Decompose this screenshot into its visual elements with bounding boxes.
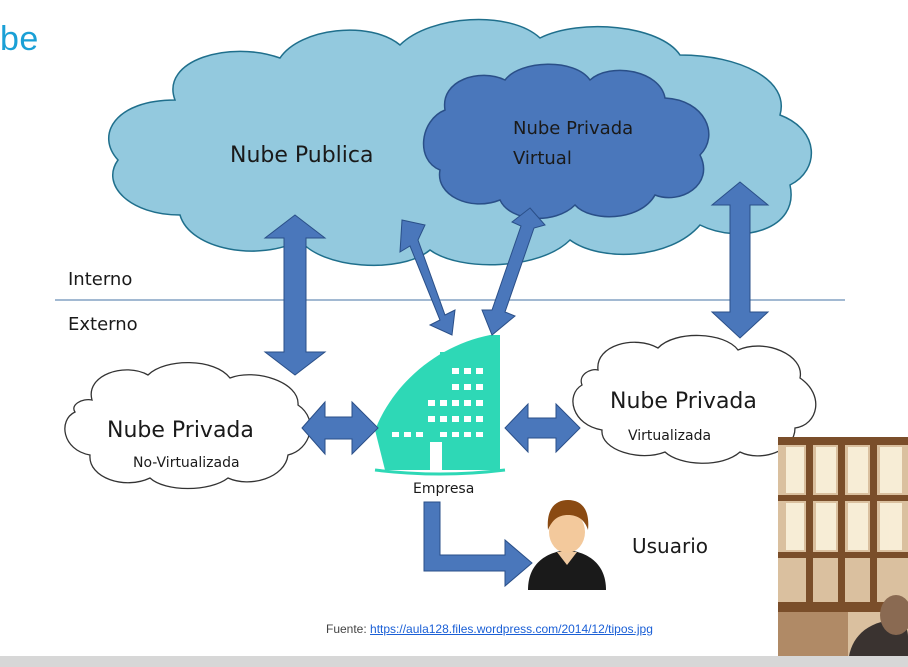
webcam-overlay	[778, 437, 908, 667]
internal-label: Interno	[68, 269, 132, 290]
company-label: Empresa	[413, 481, 474, 497]
private-cloud-left-title: Nube Privada	[107, 418, 254, 443]
arrow-virtual-to-company	[481, 207, 546, 336]
virtual-private-cloud-label-1: Nube Privada	[513, 118, 633, 139]
virtual-private-cloud-label-2: Virtual	[513, 148, 572, 169]
external-label: Externo	[68, 314, 138, 335]
arrow-public-to-left-private	[263, 214, 327, 376]
public-cloud-label: Nube Publica	[230, 143, 373, 168]
arrow-left-private-to-company	[301, 400, 379, 456]
webcam-image	[778, 437, 908, 667]
arrow-company-to-right-private	[504, 402, 581, 454]
source-prefix: Fuente:	[326, 622, 371, 636]
source-link[interactable]: https://aula128.files.wordpress.com/2014…	[370, 622, 653, 636]
arrow-public-to-company	[399, 219, 456, 336]
user-icon	[528, 500, 606, 590]
source-citation: Fuente: https://aula128.files.wordpress.…	[326, 622, 653, 636]
virtual-private-cloud-shape	[423, 63, 710, 219]
private-cloud-left-shape	[64, 361, 311, 490]
bottom-bar	[0, 656, 908, 667]
arrows	[263, 181, 770, 588]
arrow-company-to-user	[423, 501, 533, 588]
company-building-icon	[374, 335, 506, 476]
user-label: Usuario	[632, 534, 708, 558]
private-cloud-right-title: Nube Privada	[610, 389, 757, 414]
slide-title-fragment: be	[0, 20, 39, 58]
private-cloud-right-subtitle: Virtualizada	[628, 428, 711, 444]
private-cloud-left-subtitle: No-Virtualizada	[133, 455, 240, 471]
arrow-public-to-right-private	[710, 181, 770, 339]
